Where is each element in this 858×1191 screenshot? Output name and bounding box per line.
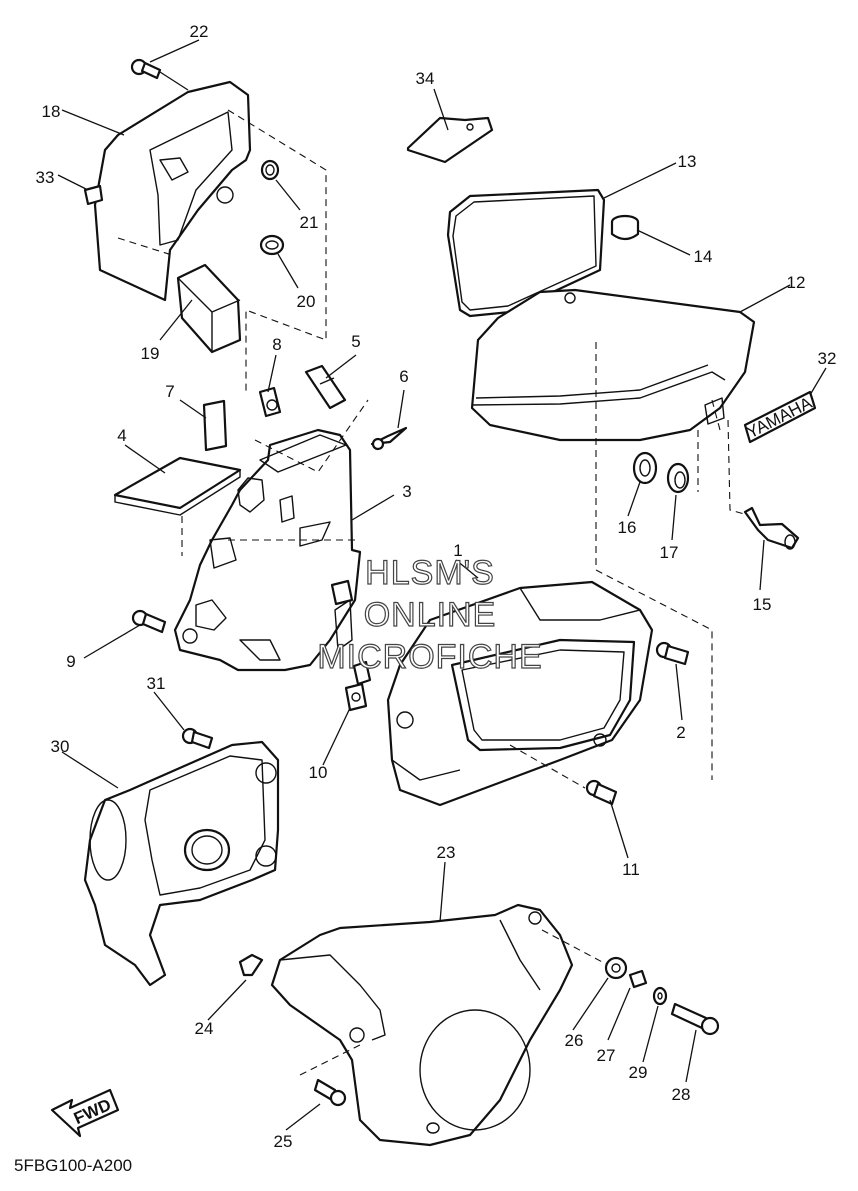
- label-8: 8: [272, 335, 281, 354]
- part-28-bolt: [670, 1002, 720, 1036]
- label-18: 18: [42, 102, 61, 121]
- part-21-grommet: [260, 159, 280, 181]
- diagram-code: 5FBG100-A200: [14, 1156, 133, 1175]
- part-20-grommet: [259, 234, 285, 256]
- label-13: 13: [678, 152, 697, 171]
- label-34: 34: [416, 69, 435, 88]
- label-1: 1: [453, 541, 462, 560]
- label-30: 30: [51, 737, 70, 756]
- part-4-pad: [113, 456, 242, 516]
- label-9: 9: [66, 652, 75, 671]
- part-number-labels: 1 2 3 4 5 6 7 8 9 10 11 12 13 14 15 16 1…: [36, 22, 837, 1151]
- part-25-bolt: [313, 1078, 347, 1107]
- part-15-screw: [743, 506, 800, 550]
- fwd-arrow-icon: FWD: [50, 1088, 120, 1138]
- part-33-tab: [83, 184, 104, 206]
- part-18-side-cover: [93, 80, 252, 302]
- label-6: 6: [399, 367, 408, 386]
- watermark-line-1: HLSM'S: [365, 554, 495, 592]
- part-8-nut: [258, 386, 282, 418]
- part-22-bolt: [130, 58, 189, 91]
- part-5-clip: [304, 364, 347, 410]
- part-10-nut: [344, 682, 368, 712]
- label-33: 33: [36, 168, 55, 187]
- label-4: 4: [117, 426, 126, 445]
- part-17-collar: [666, 462, 690, 494]
- part-12-side-cover: [470, 288, 756, 442]
- label-31: 31: [147, 674, 166, 693]
- part-19-damper: [176, 263, 242, 354]
- part-14-grommet: [610, 214, 640, 241]
- label-12: 12: [787, 273, 806, 292]
- part-9-bolt: [131, 609, 167, 634]
- label-7: 7: [165, 382, 174, 401]
- part-1-nut: [330, 579, 372, 686]
- part-24-clip: [238, 953, 264, 977]
- part-1-air-box: [386, 580, 654, 807]
- label-5: 5: [351, 332, 360, 351]
- part-29-washer: [652, 986, 668, 1006]
- decal-text: YAMAHA: [744, 393, 816, 442]
- label-32: 32: [818, 349, 837, 368]
- part-6-rivet: [370, 426, 408, 451]
- part-26-grommet: [604, 956, 628, 980]
- label-29: 29: [629, 1063, 648, 1082]
- label-28: 28: [672, 1085, 691, 1104]
- label-16: 16: [618, 518, 637, 537]
- part-3-bracket: [173, 428, 362, 672]
- part-16-grommet: [632, 451, 658, 485]
- label-2: 2: [676, 723, 685, 742]
- label-27: 27: [597, 1046, 616, 1065]
- leader-lines: [57, 39, 827, 1131]
- label-3: 3: [402, 482, 411, 501]
- label-11: 11: [622, 860, 640, 879]
- label-22: 22: [190, 22, 209, 41]
- part-27-collar: [628, 969, 648, 989]
- label-23: 23: [437, 843, 456, 862]
- label-14: 14: [694, 247, 713, 266]
- part-30-cover: [83, 740, 280, 987]
- watermark-line-3: MICROFICHE: [317, 638, 542, 676]
- label-21: 21: [300, 213, 319, 232]
- part-2-bolt: [655, 641, 690, 666]
- label-26: 26: [565, 1031, 584, 1050]
- watermark-line-2: ONLINE: [364, 596, 497, 634]
- label-10: 10: [309, 763, 328, 782]
- part-23-cover: [270, 903, 574, 1147]
- label-15: 15: [753, 595, 772, 614]
- part-34-bracket: [406, 116, 494, 164]
- label-19: 19: [141, 344, 160, 363]
- part-7-pad: [202, 399, 228, 452]
- part-32-decal: YAMAHA: [744, 390, 817, 444]
- part-11-bolt: [585, 779, 618, 806]
- label-25: 25: [274, 1132, 293, 1151]
- watermark: HLSM'S ONLINE MICROFICHE: [317, 553, 543, 676]
- label-17: 17: [660, 543, 679, 562]
- label-24: 24: [195, 1019, 214, 1038]
- label-20: 20: [297, 292, 316, 311]
- part-31-bolt: [181, 727, 214, 750]
